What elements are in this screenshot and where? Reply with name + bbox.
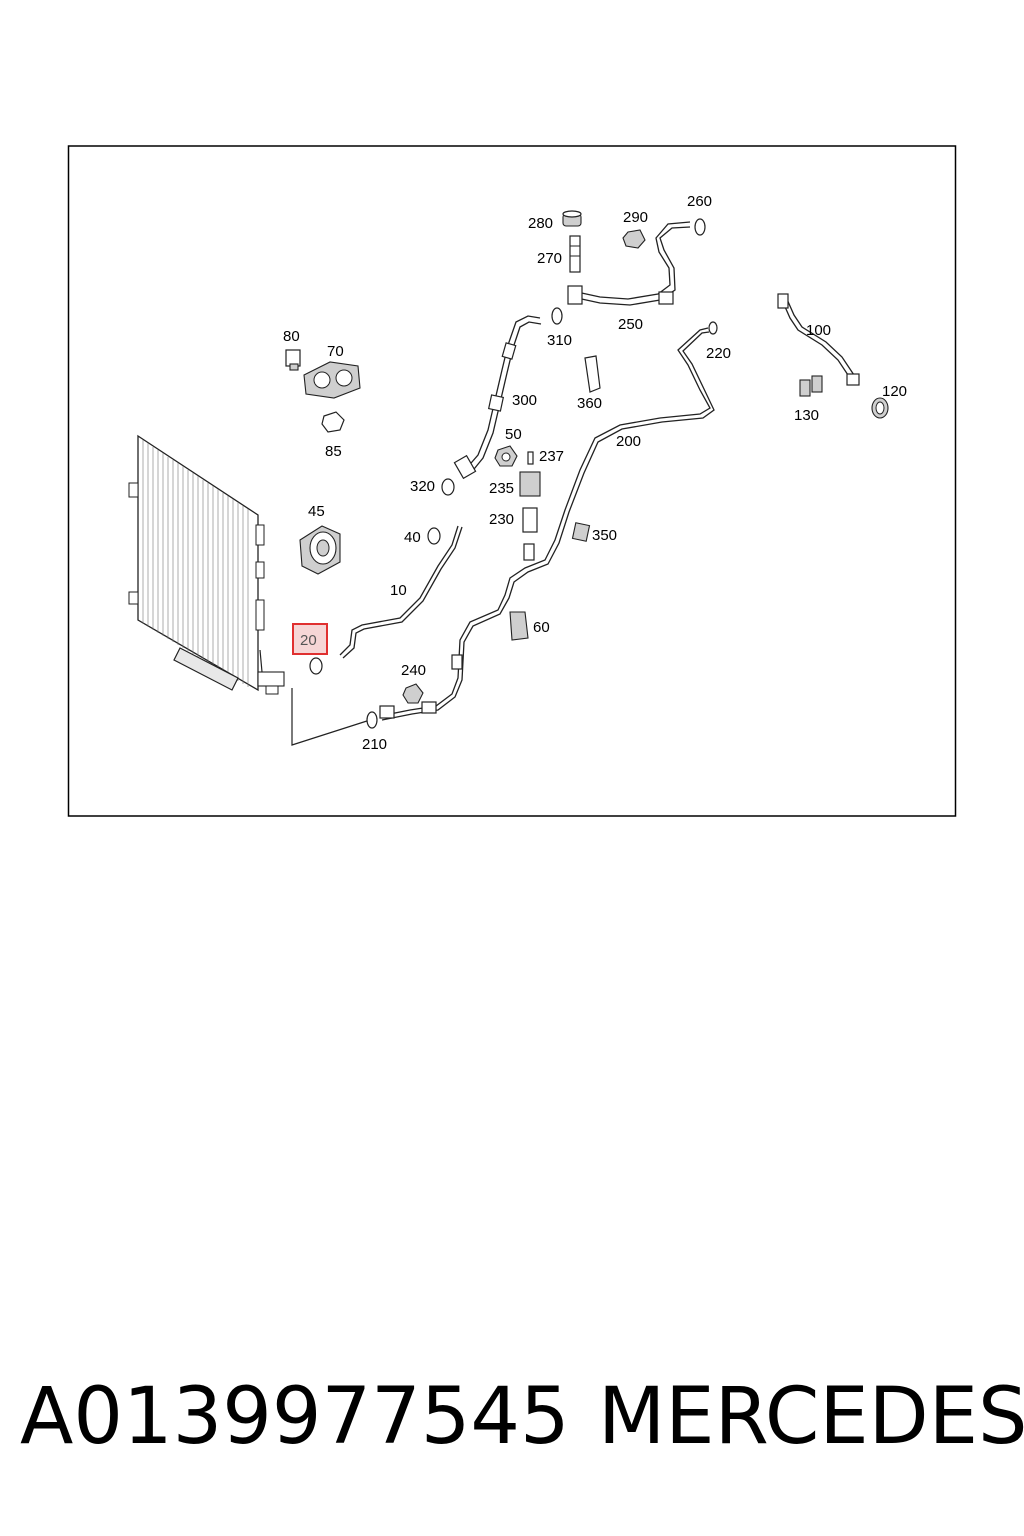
callout-70: 70 — [327, 343, 344, 360]
callout-235: 235 — [489, 480, 514, 497]
callout-200: 200 — [616, 433, 641, 450]
callout-60: 60 — [533, 619, 550, 636]
callout-85: 85 — [325, 443, 342, 460]
callout-250: 250 — [618, 316, 643, 333]
nut-290 — [622, 229, 646, 249]
callout-310: 310 — [547, 332, 572, 349]
callout-10: 10 — [390, 582, 407, 599]
bushing-45 — [299, 525, 341, 575]
clip-60 — [509, 611, 529, 641]
callout-350: 350 — [592, 527, 617, 544]
switch-235 — [519, 451, 541, 561]
callout-130: 130 — [794, 407, 819, 424]
nut-85 — [321, 411, 345, 433]
o-ring-40 — [427, 527, 441, 545]
part-number: A0139977545 — [20, 1372, 570, 1462]
parts-diagram: 10 20 40 45 50 60 70 80 85 100 120 130 2… — [67, 145, 957, 817]
callout-50: 50 — [505, 426, 522, 443]
clip-350 — [571, 522, 591, 542]
brand-name: MERCEDES — [598, 1372, 1024, 1462]
callout-270: 270 — [537, 250, 562, 267]
callout-210: 210 — [362, 736, 387, 753]
o-ring-320 — [441, 478, 455, 496]
callout-45: 45 — [308, 503, 325, 520]
callout-220: 220 — [706, 345, 731, 362]
callout-100: 100 — [806, 322, 831, 339]
callout-320: 320 — [410, 478, 435, 495]
holder-70 — [303, 361, 361, 399]
callout-80: 80 — [283, 328, 300, 345]
o-ring-220 — [708, 321, 718, 335]
callout-300: 300 — [512, 392, 537, 409]
callout-labels: 10 20 40 45 50 60 70 80 85 100 120 130 2… — [283, 193, 907, 753]
callout-290: 290 — [623, 209, 648, 226]
nut-240 — [402, 683, 424, 704]
o-ring-310 — [551, 307, 563, 325]
o-ring-260 — [694, 218, 706, 236]
pipe-lines — [291, 221, 860, 746]
bracket-360 — [584, 355, 601, 393]
callout-120: 120 — [882, 383, 907, 400]
callout-20: 20 — [300, 632, 317, 649]
valve-270 — [569, 235, 581, 273]
clip-130 — [799, 375, 823, 397]
condenser-part — [128, 434, 285, 695]
callout-237: 237 — [539, 448, 564, 465]
o-ring-20 — [309, 657, 323, 675]
callout-360: 360 — [577, 395, 602, 412]
highlight-box — [292, 623, 328, 655]
callout-230: 230 — [489, 511, 514, 528]
small-parts — [285, 210, 889, 729]
callout-280: 280 — [528, 215, 553, 232]
o-ring-210 — [366, 711, 378, 729]
callout-240: 240 — [401, 662, 426, 679]
callout-260: 260 — [687, 193, 712, 210]
callout-40: 40 — [404, 529, 421, 546]
cap-280 — [562, 210, 582, 227]
bolt-80 — [285, 349, 301, 371]
diagram-frame — [67, 145, 957, 817]
